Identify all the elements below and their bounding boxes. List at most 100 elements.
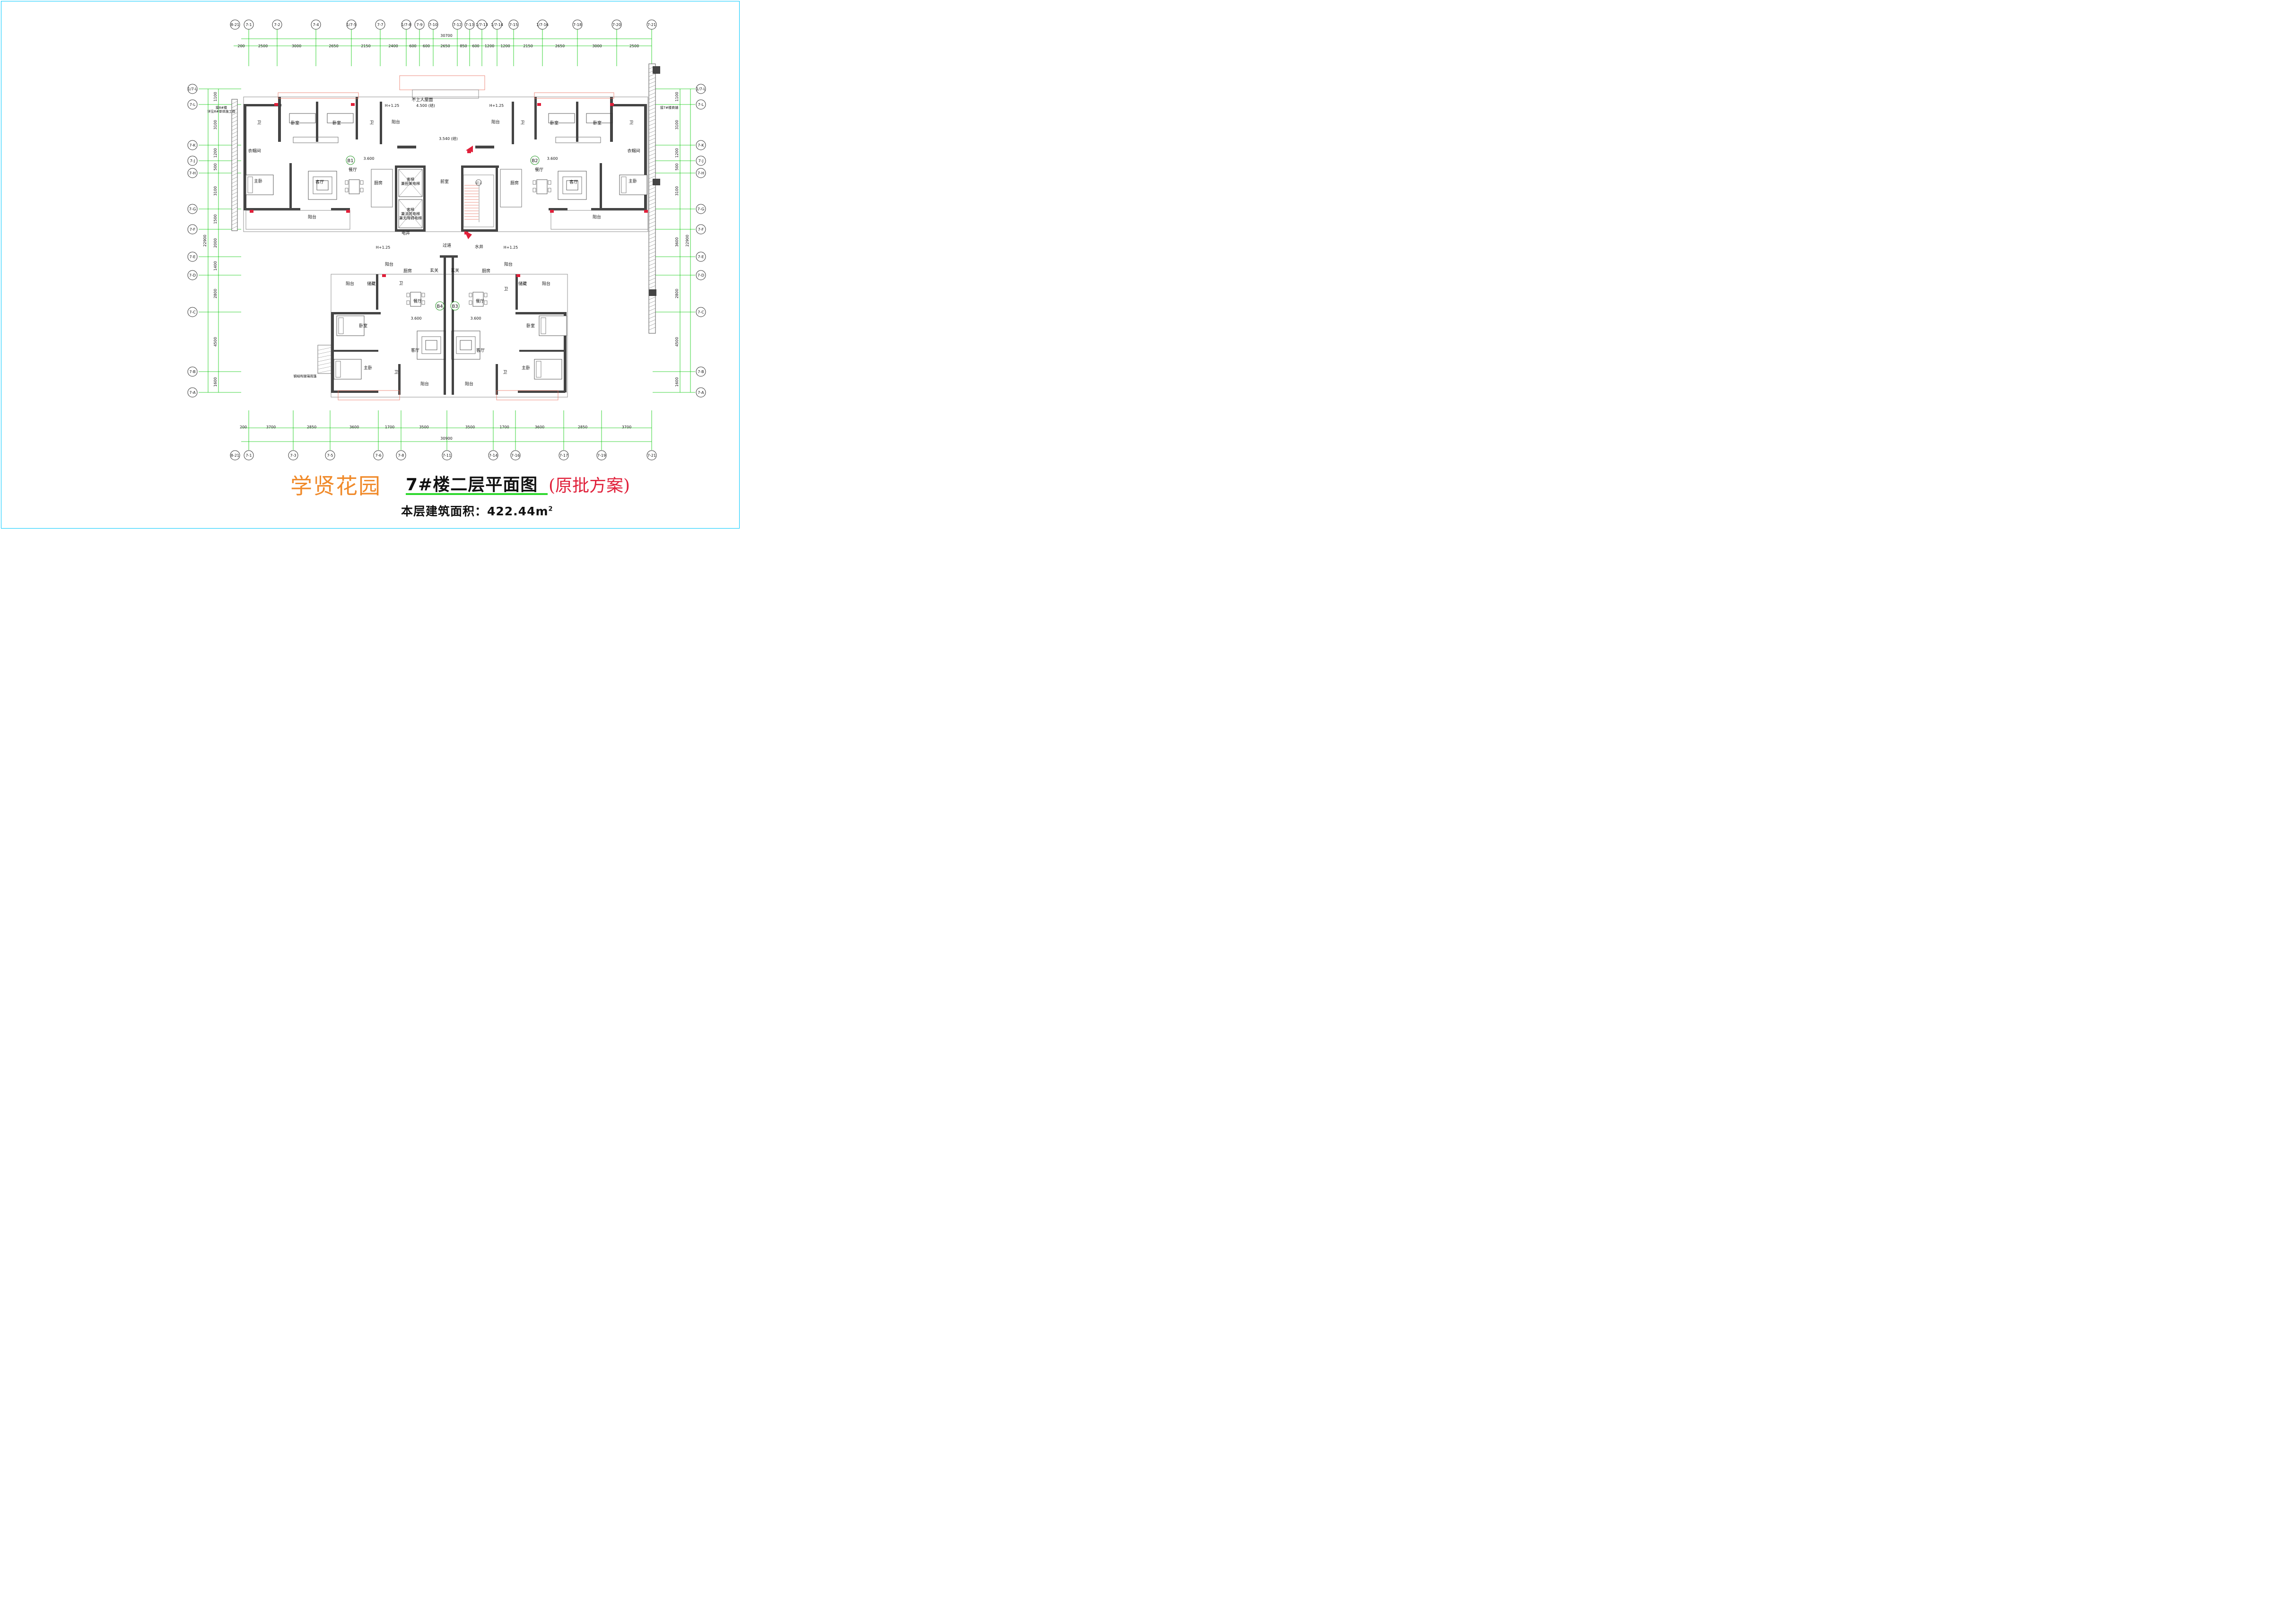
axis-bubble-left [187,224,198,234]
roof-parapet [399,75,485,90]
hatch [648,262,656,266]
room-label: 阳台 [346,281,354,287]
dim-bottom: 200 [240,425,247,429]
room-label: 卧室 [593,120,602,126]
elevator-1-label: 客梯 [407,177,414,182]
room-label: 电井 [402,230,410,236]
axis-bubble-top [428,19,438,30]
unit-tag-b2 [530,156,540,165]
hatch [231,146,238,150]
rug [456,336,476,354]
hatch [231,184,238,188]
living-b3 [451,330,480,360]
hatch [231,127,238,131]
dim-top: 850 [460,44,467,48]
axis-bubble-top-label: 7-1 [245,23,252,27]
hatch [648,126,656,130]
unit-tag-b4 [435,301,445,311]
hatch [648,85,656,88]
wall [398,364,401,395]
wall [496,165,498,232]
room-label: 厨房 [482,268,490,274]
axis-bubble-top [492,19,502,30]
axis-bubble-bottom [488,450,498,460]
room-label: 衣帽间 [248,148,261,154]
axis-bubble-right-label: 7-G [698,207,704,211]
axis-bubble-left [187,99,198,110]
bed-small [548,113,575,123]
wall [610,104,647,106]
level-roof: 4.500 (结) [416,103,435,108]
axis-bubble-bottom [442,450,452,460]
dim-right: 500 [675,163,679,170]
hatch [231,199,238,203]
overall-dim-bottom: 30900 [440,436,452,441]
rug [562,176,582,194]
dim-left: 1400 [213,261,218,270]
dim-top: 2650 [329,44,338,48]
dim-right: 4500 [675,337,679,347]
axis-bubble-bottom [596,450,607,460]
axis-bubble-bottom-label: 7-6 [375,453,381,458]
hatch [648,308,656,312]
kitchen-counter [371,169,393,208]
hatch [231,116,238,120]
hatch [648,194,656,198]
fire-marker [610,103,614,106]
hatch [231,142,238,146]
wall [244,104,246,210]
room-label: 卫 [369,121,374,125]
pillow [541,317,546,334]
dim-bottom: 3600 [535,425,544,429]
dim-bottom: 3500 [465,425,475,429]
axis-bubble-right-label: 7-F [698,227,704,232]
stair-label: LT-1 [476,182,481,185]
chair [421,293,425,297]
axis-bubble-left [187,140,198,150]
hatch [317,347,332,351]
wall [395,165,397,232]
axis-bubble-bottom [244,450,254,460]
hatch [648,122,656,126]
window-strip [534,92,614,99]
hatch [648,251,656,255]
dim-top: 2650 [555,44,565,48]
axis-bubble-left-label: 7-B [189,370,195,374]
hatch [648,243,656,247]
hatch [648,213,656,217]
hatch [648,319,656,323]
axis-bubble-right-label: 7-E [698,255,704,259]
pillow [247,176,253,193]
dim-top: 600 [423,44,430,48]
dim-top: 2500 [258,44,268,48]
hatch [231,101,238,104]
room-label: 阳台 [491,119,500,125]
dining-b4 [410,292,421,307]
bed-b4 [336,315,365,336]
axis-bubble-top-label: 1/7-13 [476,23,488,27]
axis-bubble-left-label: 7-D [189,273,196,278]
axis-bubble-top [375,19,385,30]
unit-tag-label: B3 [452,304,458,309]
axis-bubble-top [508,19,519,30]
wall [356,97,358,139]
hatch [231,154,238,157]
hatch [231,169,238,173]
dim-left: 1500 [213,214,218,224]
dim-top: 3000 [292,44,301,48]
hatch [648,191,656,194]
axis-bubble-bottom [646,450,657,460]
hatch [648,236,656,240]
hatch [648,141,656,145]
fire-arrow [464,231,472,239]
hatch [231,120,238,123]
dim-bottom: 3500 [419,425,428,429]
pillow [338,317,344,334]
title-underline [406,493,548,495]
pillow [335,361,341,378]
hatch [231,176,238,180]
chair [360,180,364,185]
axis-bubble-right [696,387,706,398]
hatch [648,274,656,278]
chair [469,300,472,305]
